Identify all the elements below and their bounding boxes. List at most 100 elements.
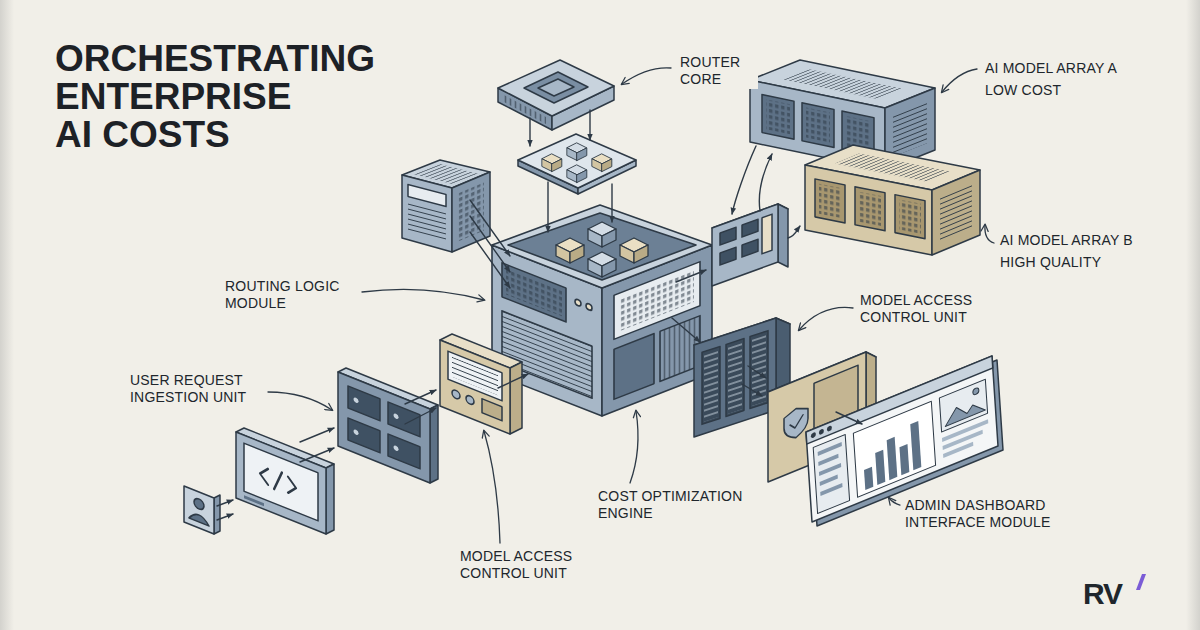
leader-line [942, 69, 977, 92]
callout-label: ROUTING LOGIC MODULE [222, 277, 358, 313]
access-control-rack [702, 331, 768, 425]
server-tower [402, 175, 452, 252]
ingestion-button-panel [348, 386, 420, 469]
flow-arrow [759, 154, 772, 211]
label-anchor: MODEL ACCESS CONTROL UNIT [857, 291, 993, 327]
router-core [504, 95, 546, 124]
leader-line [362, 289, 484, 300]
callout-label: MODEL ACCESS CONTROL UNIT [457, 547, 593, 583]
leader-line [484, 431, 500, 543]
flow-arrow [405, 408, 436, 424]
routing-logic-box [614, 262, 700, 400]
router-core [498, 60, 614, 130]
diagram-title: ORCHESTRATING ENTERPRISE AI COSTS [55, 40, 310, 154]
server-tower [414, 164, 478, 184]
edge-shade [1186, 0, 1200, 630]
model-array-b [855, 187, 885, 231]
connector-plate [712, 204, 788, 286]
callout-label: HIGH QUALITY [997, 253, 1104, 272]
router-socket [567, 143, 587, 161]
connector-plate [720, 247, 736, 265]
code-screen [244, 443, 318, 521]
flow-arrow [217, 110, 862, 520]
admin-dashboard [899, 444, 909, 475]
admin-dashboard [819, 463, 841, 476]
model-array-a [766, 99, 790, 134]
routing-logic-box [556, 238, 584, 263]
model-array-b [819, 184, 841, 218]
admin-dashboard [811, 432, 816, 439]
router-core [538, 79, 574, 96]
access-control-rack [704, 349, 718, 422]
router-socket [518, 134, 636, 194]
server-tower [452, 172, 490, 252]
code-screen [260, 464, 296, 498]
flow-arrow [498, 374, 528, 388]
model-array-a [893, 101, 927, 157]
ingestion-tan-box [510, 362, 522, 434]
flow-arrow [732, 146, 756, 214]
model-array-a [782, 69, 903, 99]
model-array-a [802, 103, 834, 148]
connector-plate [778, 204, 788, 267]
code-screen [244, 443, 318, 528]
server-tower [414, 164, 478, 184]
routing-logic-box [575, 298, 581, 306]
connector-plate [712, 204, 778, 286]
routing-logic-box [492, 205, 712, 416]
model-array-a [806, 108, 830, 143]
ingestion-button-panel [338, 368, 438, 483]
server-tower [408, 185, 446, 241]
routing-logic-box [508, 213, 696, 280]
admin-dashboard [973, 387, 979, 395]
ingestion-button-panel [394, 413, 399, 420]
label-anchor: ROUTING LOGIC MODULE [222, 277, 358, 313]
model-array-b [859, 192, 881, 226]
user-icon [214, 495, 220, 534]
model-array-a [893, 101, 927, 157]
callout-label: AI MODEL ARRAY A [982, 59, 1120, 78]
callout-label: ROUTER CORE [677, 53, 758, 89]
server-tower [402, 160, 490, 252]
user-icon [184, 486, 220, 534]
routing-logic-box [620, 238, 648, 263]
admin-dashboard [820, 475, 838, 486]
admin-dashboard [853, 401, 935, 497]
model-array-a [782, 69, 903, 99]
ingestion-tan-box [452, 357, 498, 395]
flow-arrow [529, 118, 530, 146]
flow-arrow [836, 412, 862, 424]
logo-mark: RV [1080, 577, 1125, 611]
user-icon [194, 497, 204, 511]
router-core [504, 95, 546, 124]
title-anchor: ORCHESTRATING ENTERPRISE AI COSTS [55, 40, 310, 154]
ingestion-button-panel [348, 386, 380, 421]
admin-dashboard [819, 428, 824, 435]
connector-plate [720, 227, 736, 245]
flow-arrow [470, 232, 510, 288]
user-icon [189, 511, 209, 526]
label-anchor: AI MODEL ARRAY B [997, 231, 1136, 250]
leader-line [268, 68, 994, 543]
ingestion-button-panel [430, 405, 438, 483]
routing-logic-box [506, 268, 562, 316]
ingestion-tan-box [440, 334, 522, 434]
routing-logic-box [502, 263, 566, 322]
admin-dashboard [864, 467, 873, 490]
model-array-b [835, 154, 951, 182]
callout-label: COST OPTIMIZATION ENGINE [595, 487, 759, 523]
access-control-rack [694, 318, 776, 437]
label-anchor: LOW COST [982, 81, 1064, 100]
cost-engine-plate [790, 415, 803, 430]
label-anchor: HIGH QUALITY [997, 253, 1104, 272]
admin-dashboard [910, 421, 921, 470]
admin-dashboard [943, 442, 973, 458]
model-array-b [940, 183, 972, 240]
flow-arrow [676, 270, 706, 282]
callout-label: USER REQUEST INGESTION UNIT [127, 371, 263, 407]
ingestion-button-panel [394, 445, 399, 452]
leader-line [268, 392, 332, 410]
label-anchor: ADMIN DASHBOARD INTERFACE MODULE [902, 496, 1066, 532]
flow-arrow [748, 366, 766, 378]
